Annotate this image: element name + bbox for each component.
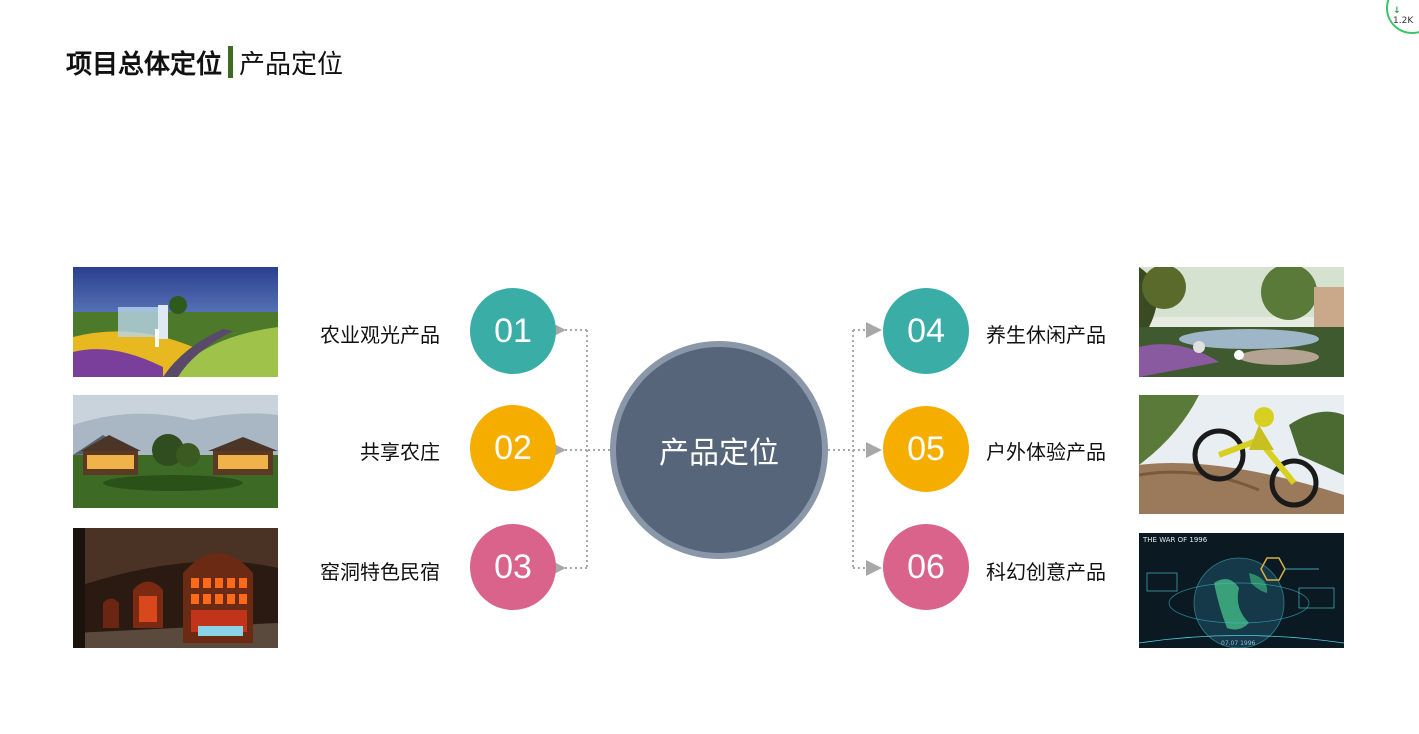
photo-cave-homestay	[73, 528, 278, 648]
node-04[interactable]: 04	[883, 288, 969, 374]
node-02[interactable]: 02	[470, 405, 556, 491]
node-label-04: 养生休闲产品	[986, 323, 1106, 347]
node-06[interactable]: 06	[883, 524, 969, 610]
node-05[interactable]: 05	[883, 406, 969, 492]
scifi-date-text: 07.07 1996	[1221, 640, 1256, 647]
node-01[interactable]: 01	[470, 288, 556, 374]
page-title: 项目总体定位	[66, 49, 223, 80]
node-number: 04	[907, 311, 945, 350]
node-number: 06	[907, 547, 945, 586]
node-number: 02	[494, 428, 532, 467]
node-03[interactable]: 03	[470, 524, 556, 610]
node-number: 03	[494, 547, 532, 586]
page-title-bar: 项目总体定位 产品定位	[66, 44, 343, 80]
page-subtitle: 产品定位	[239, 49, 344, 80]
node-number: 01	[494, 311, 532, 350]
node-number: 05	[907, 429, 945, 468]
node-label-01: 农业观光产品	[320, 323, 440, 347]
photo-shared-farm	[73, 395, 278, 508]
scifi-title-text: THE WAR OF 1996	[1142, 536, 1208, 544]
node-label-02: 共享农庄	[360, 440, 440, 464]
photo-wellness-leisure	[1139, 267, 1344, 377]
node-label-03: 窑洞特色民宿	[320, 560, 440, 584]
download-arrow-icon: ↓	[1393, 6, 1401, 16]
photo-outdoor-experience	[1139, 395, 1344, 514]
photo-farm-sightseeing	[73, 267, 278, 377]
center-label: 产品定位	[659, 436, 779, 471]
photo-scifi-creative: THE WAR OF 1996 07.07 1996	[1139, 533, 1344, 648]
title-divider	[228, 46, 234, 78]
node-label-05: 户外体验产品	[986, 440, 1106, 464]
node-label-06: 科幻创意产品	[986, 560, 1106, 584]
center-hub: 产品定位	[610, 341, 828, 559]
download-count: ↓ 1.2K	[1393, 6, 1414, 26]
